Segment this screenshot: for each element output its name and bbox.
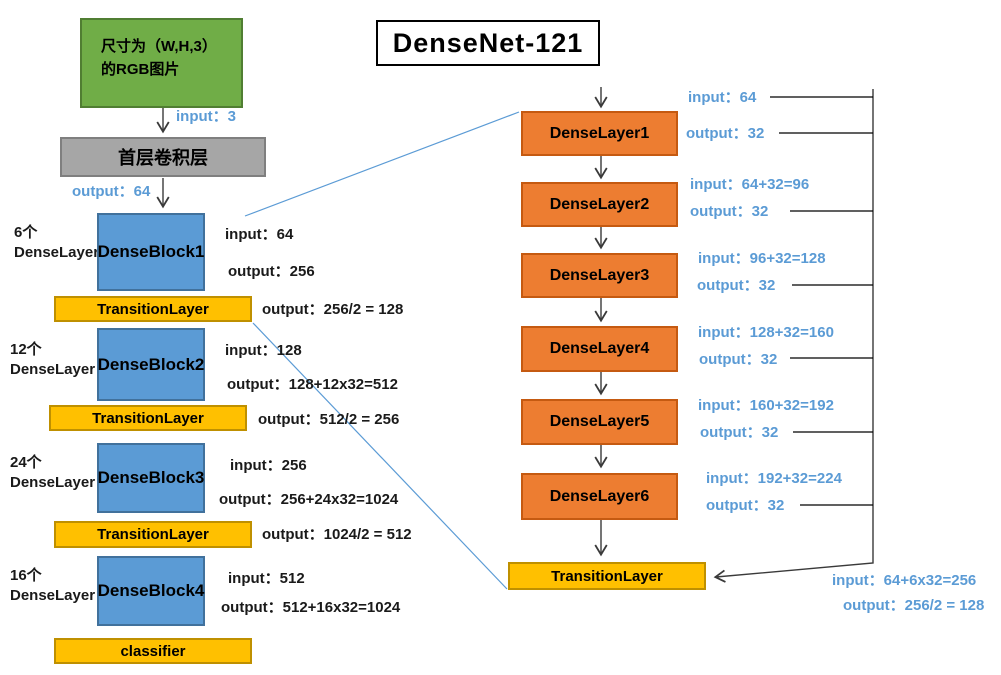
- denselayer5-output-label: output：32: [700, 424, 779, 441]
- output-64-label: output：64: [72, 183, 151, 200]
- diagram-title: DenseNet-121: [376, 20, 600, 66]
- classifier-box: classifier: [54, 638, 252, 664]
- denselayer3-input-label: input：96+32=128: [698, 250, 826, 267]
- denselayer2-output-label: output：32: [690, 203, 769, 220]
- denseblock4-box: DenseBlock4: [97, 556, 205, 626]
- denseblock2-output-label: output：128+12x32=512: [227, 376, 398, 393]
- denseblock1-type: DenseLayer: [14, 244, 100, 261]
- first-conv-box: 首层卷积层: [60, 137, 266, 177]
- denseblock3-count: 24个: [10, 454, 42, 471]
- denselayer4-input-label: input：128+32=160: [698, 324, 834, 341]
- right-transition-input-label: input：64+6x32=256: [832, 572, 977, 589]
- right-transition-output-label: output：256/2 = 128: [843, 597, 985, 614]
- denseblock2-count: 12个: [10, 341, 42, 358]
- denselayer1-box: DenseLayer1: [521, 111, 678, 156]
- transitionlayer3-output-label: output：1024/2 = 512: [262, 526, 412, 543]
- denseblock4-type: DenseLayer: [10, 587, 96, 604]
- input-image-box: 尺寸为（W,H,3） 的RGB图片: [80, 18, 243, 108]
- denselayer3-box: DenseLayer3: [521, 253, 678, 298]
- denselayer5-input-label: input：160+32=192: [698, 397, 834, 414]
- denseblock4-side-label: 16个 DenseLayer: [10, 566, 95, 606]
- transitionlayer2-box: TransitionLayer: [49, 405, 247, 431]
- denseblock3-box: DenseBlock3: [97, 443, 205, 513]
- denseblock1-side-label: 6个 DenseLayer: [14, 223, 99, 263]
- denselayer4-box: DenseLayer4: [521, 326, 678, 372]
- right-transitionlayer-box: TransitionLayer: [508, 562, 706, 590]
- denseblock2-box: DenseBlock2: [97, 328, 205, 401]
- denseblock4-count: 16个: [10, 567, 42, 584]
- input-image-line1: 尺寸为（W,H,3）: [101, 38, 217, 55]
- expansion-line-bottom: [252, 322, 508, 590]
- denseblock2-side-label: 12个 DenseLayer: [10, 340, 95, 380]
- denseblock3-input-label: input：256: [230, 457, 307, 474]
- denselayer1-input-label: input：64: [688, 89, 757, 106]
- transitionlayer2-output-label: output：512/2 = 256: [258, 411, 400, 428]
- denselayer1-output-label: output：32: [686, 125, 765, 142]
- denseblock2-type: DenseLayer: [10, 361, 96, 378]
- input-image-text: 尺寸为（W,H,3） 的RGB图片: [82, 20, 241, 81]
- denselayer6-box: DenseLayer6: [521, 473, 678, 520]
- denseblock3-side-label: 24个 DenseLayer: [10, 453, 95, 493]
- denselayer4-output-label: output：32: [699, 351, 778, 368]
- denselayer2-box: DenseLayer2: [521, 182, 678, 227]
- denselayer6-output-label: output：32: [706, 497, 785, 514]
- denselayer5-box: DenseLayer5: [521, 399, 678, 445]
- denseblock1-output-label: output：256: [228, 263, 315, 280]
- input-3-label: input：3: [176, 108, 236, 125]
- output-connector-lines: [770, 96, 873, 506]
- denselayer6-input-label: input：192+32=224: [706, 470, 842, 487]
- denseblock1-input-label: input：64: [225, 226, 294, 243]
- denseblock1-box: DenseBlock1: [97, 213, 205, 291]
- expansion-line-top: [244, 111, 520, 217]
- denseblock1-count: 6个: [14, 224, 38, 241]
- denseblock4-input-label: input：512: [228, 570, 305, 587]
- denselayer2-input-label: input：64+32=96: [690, 176, 810, 193]
- input-image-line2: 的RGB图片: [101, 61, 180, 78]
- denseblock4-output-label: output：512+16x32=1024: [221, 599, 401, 616]
- transitionlayer3-box: TransitionLayer: [54, 521, 252, 548]
- denselayer3-output-label: output：32: [697, 277, 776, 294]
- transitionlayer1-output-label: output：256/2 = 128: [262, 301, 404, 318]
- denseblock2-input-label: input：128: [225, 342, 302, 359]
- transitionlayer1-box: TransitionLayer: [54, 296, 252, 322]
- denseblock3-output-label: output：256+24x32=1024: [219, 491, 399, 508]
- denseblock3-type: DenseLayer: [10, 474, 96, 491]
